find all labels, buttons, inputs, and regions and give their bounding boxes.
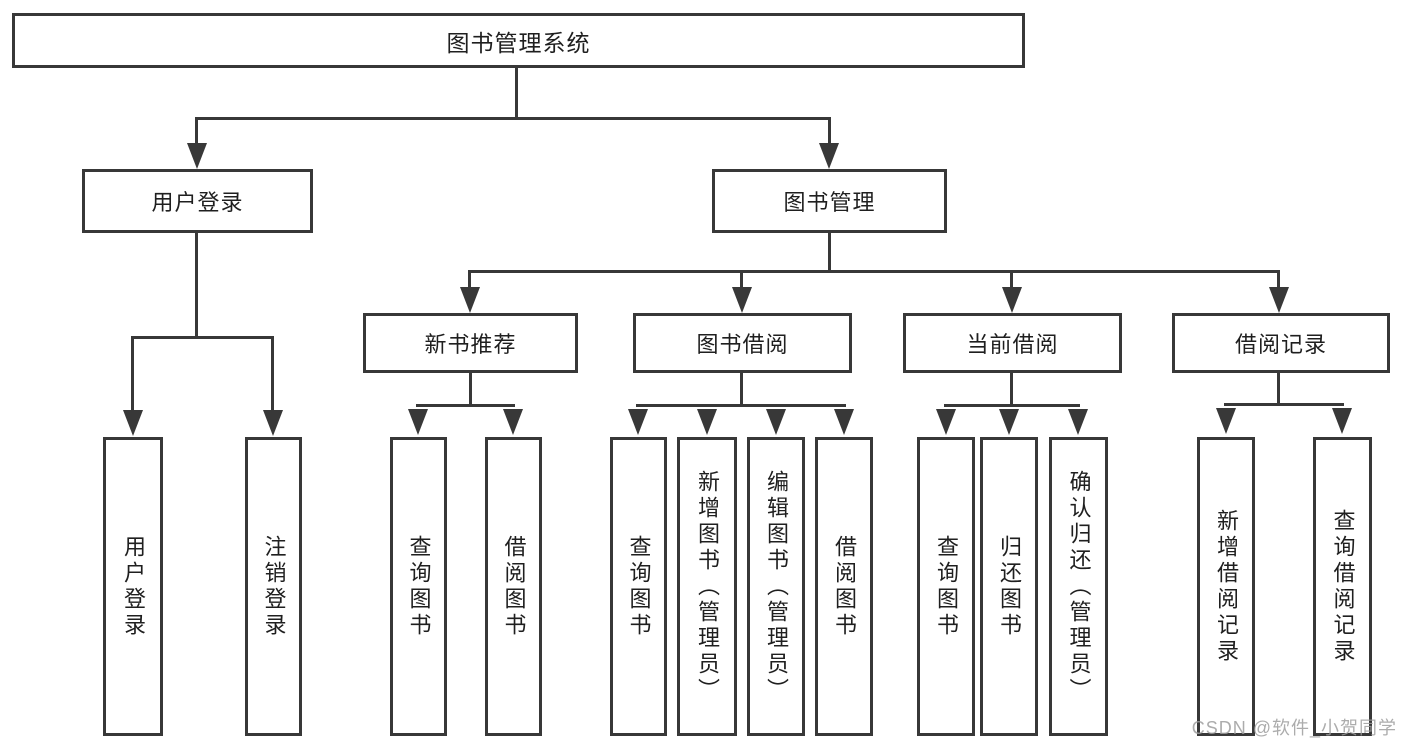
leaf-label: 新增借阅记录 — [1214, 508, 1239, 665]
leaf-label: 编辑图书（管理员） — [764, 469, 789, 704]
connector-leaf-stem — [468, 270, 471, 290]
arrow-down-icon — [628, 409, 648, 435]
leaf-query-borrow-record: 查询借阅记录 — [1313, 437, 1372, 736]
node-library-system: 图书管理系统 — [12, 13, 1025, 68]
connector-user-login-stem — [195, 117, 198, 149]
connector-user-login-bar — [131, 336, 274, 339]
leaf-borrow-books-recommend: 借阅图书 — [485, 437, 542, 736]
csdn-watermark: CSDN @软件_小贺同学 — [1191, 718, 1397, 738]
connector-group-bar — [1224, 403, 1344, 406]
node-new-book-recommend: 新书推荐 — [363, 313, 578, 373]
connector-leaf-stem — [131, 336, 134, 414]
connector-leaf-stem — [1277, 270, 1280, 290]
connector-group-stem — [740, 373, 743, 407]
leaf-user-login: 用户登录 — [103, 437, 163, 736]
leaf-label: 借阅图书 — [832, 534, 857, 639]
leaf-return-books: 归还图书 — [980, 437, 1038, 736]
arrow-down-icon — [732, 287, 752, 313]
leaf-label: 新增图书（管理员） — [695, 469, 720, 704]
connector-root-bar — [195, 117, 831, 120]
connector-book-mgmt-down — [828, 233, 831, 273]
arrow-down-icon — [123, 410, 143, 436]
connector-user-login-down — [195, 233, 198, 338]
leaf-add-borrow-record: 新增借阅记录 — [1197, 437, 1255, 736]
node-user-login-group: 用户登录 — [82, 169, 313, 233]
leaf-edit-books-admin: 编辑图书（管理员） — [747, 437, 805, 736]
leaf-add-books-admin: 新增图书（管理员） — [677, 437, 737, 736]
arrow-down-icon — [187, 143, 207, 169]
arrow-down-icon — [697, 409, 717, 435]
leaf-label: 注销登录 — [261, 534, 287, 639]
arrow-down-icon — [766, 409, 786, 435]
arrow-down-icon — [999, 409, 1019, 435]
leaf-label: 确认归还（管理员） — [1066, 469, 1092, 704]
leaf-logout: 注销登录 — [245, 437, 302, 736]
arrow-down-icon — [1216, 408, 1236, 434]
node-current-borrow: 当前借阅 — [903, 313, 1122, 373]
arrow-down-icon — [936, 409, 956, 435]
leaf-label: 查询借阅记录 — [1330, 508, 1356, 665]
connector-book-mgmt-stem — [828, 117, 831, 149]
arrow-down-icon — [1332, 408, 1352, 434]
arrow-down-icon — [1068, 409, 1088, 435]
leaf-label: 借阅图书 — [501, 534, 527, 639]
leaf-label: 用户登录 — [121, 534, 146, 639]
arrow-down-icon — [263, 410, 283, 436]
leaf-query-books-recommend: 查询图书 — [390, 437, 447, 736]
leaf-query-books-borrow: 查询图书 — [610, 437, 667, 736]
arrow-down-icon — [819, 143, 839, 169]
connector-leaf-stem — [1010, 270, 1013, 290]
connector-group-bar — [944, 404, 1080, 407]
connector-group-stem — [1010, 373, 1013, 407]
connector-root-stem — [515, 68, 518, 119]
arrow-down-icon — [834, 409, 854, 435]
arrow-down-icon — [1269, 287, 1289, 313]
leaf-label: 查询图书 — [626, 534, 652, 639]
connector-group-bar — [416, 404, 515, 407]
node-book-management: 图书管理 — [712, 169, 947, 233]
leaf-query-books-current: 查询图书 — [917, 437, 975, 736]
connector-group-stem — [469, 373, 472, 407]
arrow-down-icon — [503, 409, 523, 435]
leaf-label: 查询图书 — [406, 534, 432, 639]
arrow-down-icon — [1002, 287, 1022, 313]
leaf-confirm-return-admin: 确认归还（管理员） — [1049, 437, 1108, 736]
connector-group-bar — [636, 404, 846, 407]
node-borrow-records: 借阅记录 — [1172, 313, 1390, 373]
connector-leaf-stem — [740, 270, 743, 290]
leaf-borrow-books: 借阅图书 — [815, 437, 873, 736]
arrow-down-icon — [408, 409, 428, 435]
arrow-down-icon — [460, 287, 480, 313]
leaf-label: 查询图书 — [934, 534, 959, 639]
leaf-label: 归还图书 — [997, 534, 1022, 639]
connector-group-stem — [1277, 373, 1280, 406]
connector-leaf-stem — [271, 336, 274, 414]
node-book-borrow: 图书借阅 — [633, 313, 852, 373]
connector-level3-bar — [468, 270, 1280, 273]
